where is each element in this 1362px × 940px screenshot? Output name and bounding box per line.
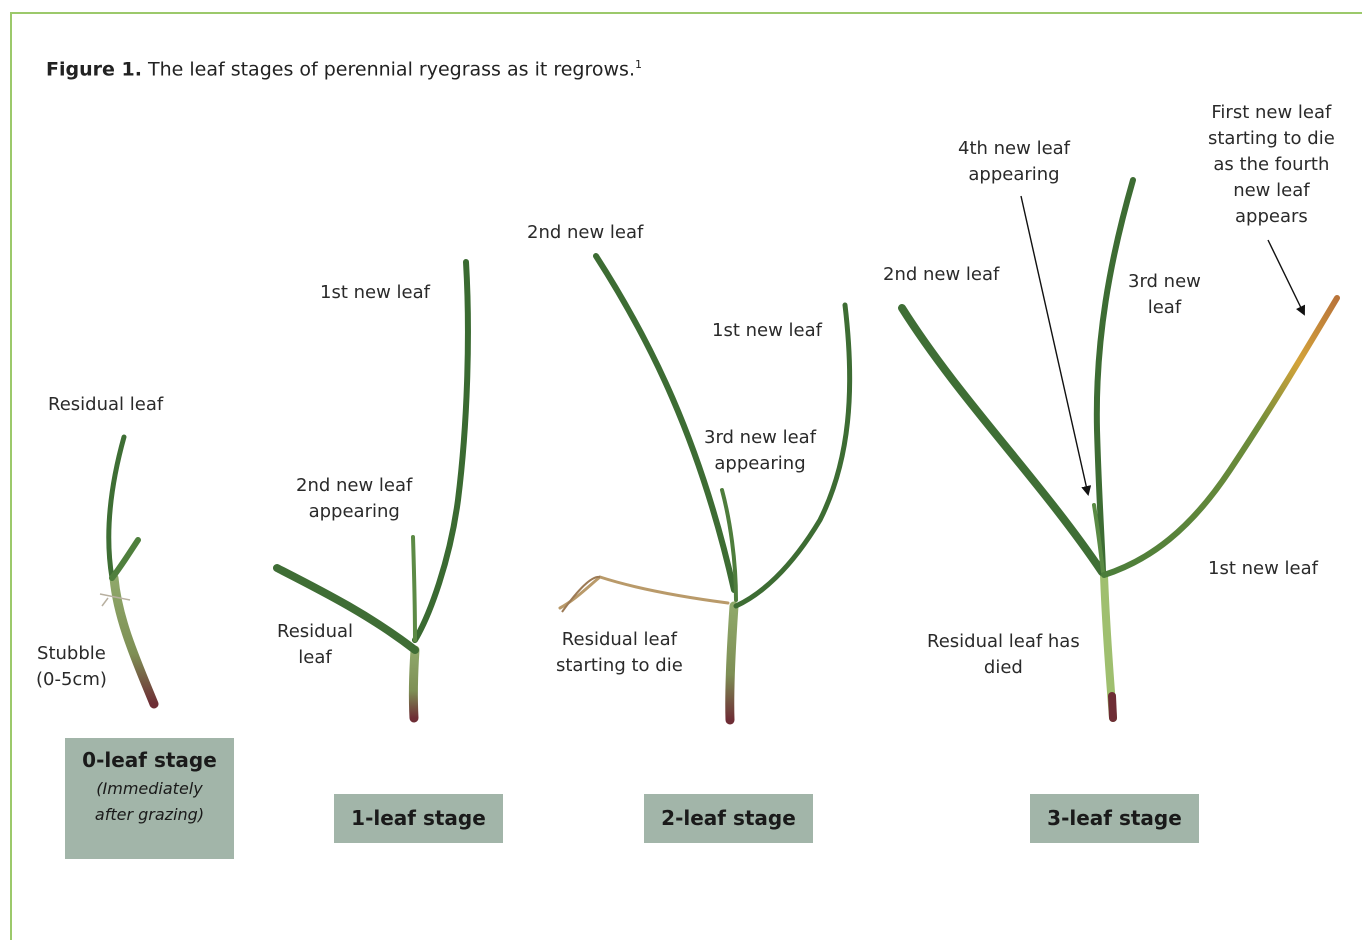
- plant-1-leaf-stage: [273, 259, 471, 723]
- stage-box-1-leaf: 1-leaf stage: [334, 794, 503, 843]
- plant-2-leaf-stage: [558, 253, 853, 725]
- first-new-leaf: [733, 302, 853, 609]
- stubble: [408, 645, 420, 723]
- third-new-leaf: [720, 488, 738, 602]
- second-new-leaf: [898, 304, 1106, 576]
- second-new-leaf: [411, 535, 417, 642]
- stubble: [725, 601, 739, 725]
- leaf-short: [109, 537, 141, 581]
- stage-box-3-leaf: 3-leaf stage: [1030, 794, 1199, 843]
- stage-title: 2-leaf stage: [661, 806, 796, 830]
- second-new-leaf: [593, 253, 737, 593]
- first-new-leaf-dying: [1101, 295, 1340, 578]
- label-first-new-leaf: 1st new leaf: [320, 282, 430, 303]
- label-second-new-leaf: 2nd new leaf: [527, 222, 644, 243]
- stem-base: [1108, 692, 1117, 722]
- fourth-new-leaf: [1092, 503, 1105, 574]
- root-hair: [99, 593, 131, 607]
- stage-box-2-leaf: 2-leaf stage: [644, 794, 813, 843]
- first-new-leaf: [412, 259, 471, 643]
- arrow-first-leaf-dying: [1267, 239, 1305, 316]
- label-second-new-leaf: 2nd new leaf: [883, 264, 1000, 285]
- dying-residual-leaf-edge: [561, 575, 601, 613]
- stage-title: 0-leaf stage: [82, 748, 217, 772]
- residual-leaf-blade: [106, 434, 127, 581]
- residual-leaf: [273, 564, 419, 654]
- caption-footnote: 1: [634, 58, 642, 71]
- caption-prefix: Figure 1.: [46, 58, 142, 81]
- stage-title: 3-leaf stage: [1047, 806, 1182, 830]
- stubble: [109, 573, 159, 709]
- figure-frame: [10, 12, 1362, 940]
- arrow-fourth-leaf: [1020, 195, 1092, 496]
- plant-3-leaf-stage: [898, 177, 1340, 722]
- label-stubble: Stubble(0-5cm): [36, 643, 107, 690]
- label-first-new-leaf: 1st new leaf: [712, 320, 822, 341]
- label-first-new-leaf: 1st new leaf: [1208, 558, 1318, 579]
- plant-0-leaf-stage: [99, 434, 159, 709]
- figure-caption: Figure 1. The leaf stages of perennial r…: [46, 58, 642, 80]
- third-new-leaf: [1093, 177, 1136, 575]
- caption-text: The leaf stages of perennial ryegrass as…: [147, 58, 635, 81]
- label-first-leaf-dying: First new leaf starting to die as the fo…: [1208, 102, 1335, 227]
- label-residual-leaf: Residual leaf: [48, 394, 164, 415]
- dying-residual-leaf: [558, 575, 730, 610]
- stage-title: 1-leaf stage: [351, 806, 486, 830]
